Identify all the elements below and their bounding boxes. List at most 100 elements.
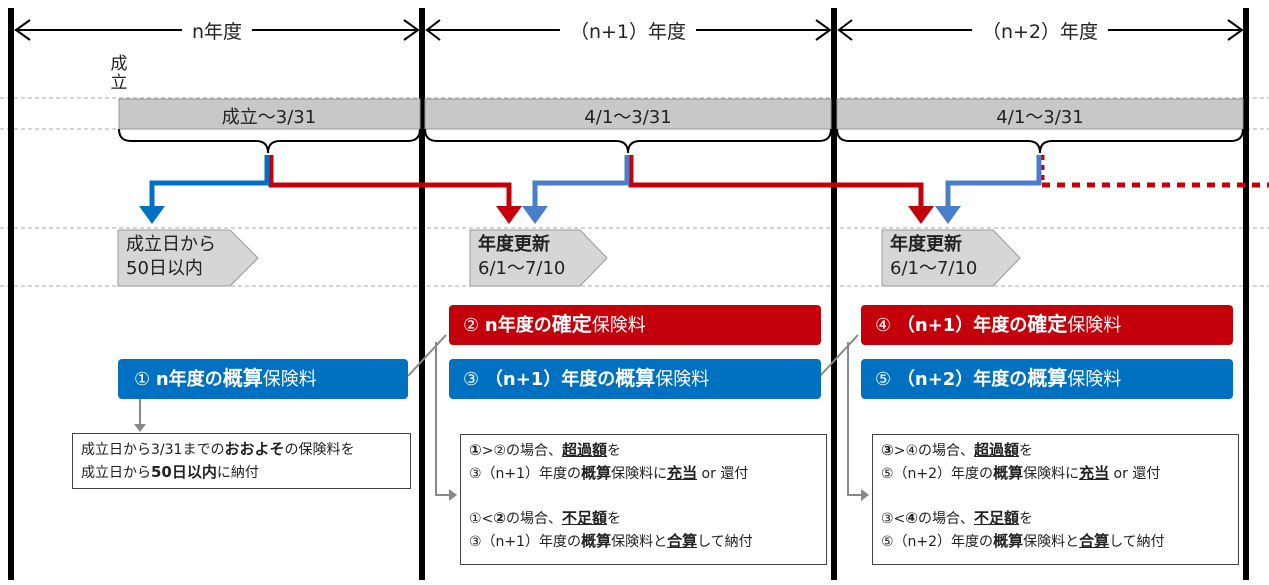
deadline-initial: 成立日から 50日以内 [118,233,216,281]
note-renewal-1-line3: ①<②の場合、不足額を [469,507,818,530]
note-renewal-1-line4: ③（n+1）年度の概算保険料と合算して納付 [469,530,818,553]
note-emphasis: 充当 [667,464,698,482]
red-arrows [268,155,1269,210]
period-braces [118,128,1244,154]
premium-4-number: ④ [875,315,892,336]
note-text: 成立日から [81,465,151,481]
red-arrowheads [496,206,934,224]
deadline-renewal-2-title: 年度更新 [890,234,962,255]
premium-3-year: （n+1）年度の [484,369,616,390]
premium-2-number: ② [463,315,480,336]
deadline-renewal-2: 年度更新 6/1〜7/10 [882,233,977,281]
establishment-char-2: 立 [110,73,128,93]
premium-2-year: n年度の [484,315,552,336]
note-emphasis: ④ [905,509,918,527]
note-emphasis: ② [493,509,506,527]
note-emphasis: 合算 [667,532,698,550]
note-emphasis: 不足額 [561,509,607,527]
note-text: を [607,511,621,527]
premium-5-suffix: 保険料 [1067,369,1122,390]
note-emphasis: 充当 [1079,464,1110,482]
premium-2-type: 確定 [551,312,592,336]
establishment-char-1: 成 [110,54,128,74]
note-text: 保険料に [1023,466,1080,482]
note-text: ⑤（n+2）年度の [881,466,994,482]
premium-1-type: 概算 [222,366,263,390]
premium-1-number: ① [134,369,151,390]
note-text: ①< [469,511,494,527]
note-text: して納付 [697,534,753,550]
note-text: ③（n+1）年度の [469,466,582,482]
period-label-3: 4/1〜3/31 [996,107,1084,128]
note-initial-line1: 成立日から3/31までのおおよその保険料を [81,438,402,461]
note-spacer [469,485,818,507]
note-text: 保険料に [611,466,668,482]
blue-arrowheads [139,206,961,224]
premium-4-suffix: 保険料 [1067,315,1122,336]
year-label-n1: （n+1）年度 [559,17,697,44]
period-bars [118,98,1244,130]
note-renewal-1-line2: ③（n+1）年度の概算保険料に充当 or 還付 [469,462,818,485]
note-spacer [881,485,1230,507]
year-label-n2: （n+2）年度 [971,17,1109,44]
note-text: > [893,443,906,459]
note-renewal-2-line1: ③>④の場合、超過額を [881,439,1230,462]
note-text: 成立日から3/31までの [81,442,225,458]
note-text: ②の場合、 [493,443,562,459]
premium-5-n2-estimated: ⑤ （n+2）年度の概算保険料 [861,359,1233,399]
premium-3-suffix: 保険料 [655,369,710,390]
deadline-initial-line1: 成立日から [126,234,216,255]
note-text: に納付 [216,465,259,481]
deadline-renewal-1-title: 年度更新 [478,234,550,255]
note-renewal-2-line2: ⑤（n+2）年度の概算保険料に充当 or 還付 [881,462,1230,485]
note-text: ③（n+1）年度の [469,534,582,550]
premium-2-suffix: 保険料 [591,315,646,336]
note-emphasis: ① [469,441,482,459]
note-text: ⑤（n+2）年度の [881,534,994,550]
premium-1-year: n年度の [155,369,223,390]
period-label-2: 4/1〜3/31 [584,107,672,128]
note-emphasis: 概算 [993,532,1024,550]
note-emphasis: 50日以内 [151,463,217,481]
premium-5-year: （n+2）年度の [896,369,1028,390]
year-label-n: n年度 [181,17,253,44]
note-text: を [1019,443,1034,459]
grey-connectors [139,334,864,496]
deadline-renewal-1-dates: 6/1〜7/10 [478,258,566,279]
premium-2-n-confirmed: ② n年度の確定保険料 [449,305,821,345]
note-text: 保険料と [611,534,668,550]
note-text: or 還付 [697,466,749,482]
note-initial-line2: 成立日から50日以内に納付 [81,461,402,484]
note-text: 保険料と [1023,534,1080,550]
deadline-renewal-2-dates: 6/1〜7/10 [890,258,978,279]
year-boundaries [8,8,1249,580]
note-text: を [1019,511,1033,527]
premium-4-n1-confirmed: ④ （n+1）年度の確定保険料 [861,305,1233,345]
premium-5-type: 概算 [1027,366,1068,390]
note-emphasis: 概算 [581,464,612,482]
note-renewal-2-line3: ③<④の場合、不足額を [881,507,1230,530]
premium-4-type: 確定 [1027,312,1068,336]
note-text: ③< [881,511,906,527]
note-emphasis: ③ [881,441,894,459]
premium-1-suffix: 保険料 [262,369,317,390]
deadline-renewal-1: 年度更新 6/1〜7/10 [470,233,565,281]
premium-1-n-estimated: ① n年度の概算保険料 [118,359,408,399]
note-text: or 還付 [1109,466,1161,482]
premium-3-type: 概算 [615,366,656,390]
establishment-marker: 成 立 [109,55,129,93]
note-initial-payment: 成立日から3/31までのおおよその保険料を 成立日から50日以内に納付 [72,433,411,489]
premium-5-number: ⑤ [875,369,892,390]
premium-3-number: ③ [463,369,480,390]
note-renewal-1: ①>②の場合、超過額を ③（n+1）年度の概算保険料に充当 or 還付 ①<②の… [460,434,827,565]
premium-4-year: （n+1）年度の [896,315,1028,336]
note-emphasis: 合算 [1079,532,1110,550]
note-emphasis: 超過額 [974,441,1020,459]
note-text: の場合、 [505,511,562,527]
note-emphasis: 概算 [993,464,1024,482]
note-renewal-2: ③>④の場合、超過額を ⑤（n+2）年度の概算保険料に充当 or 還付 ③<④の… [872,434,1239,565]
note-text: の場合、 [917,511,974,527]
deadline-shapes [117,229,1021,287]
note-emphasis: 概算 [581,532,612,550]
